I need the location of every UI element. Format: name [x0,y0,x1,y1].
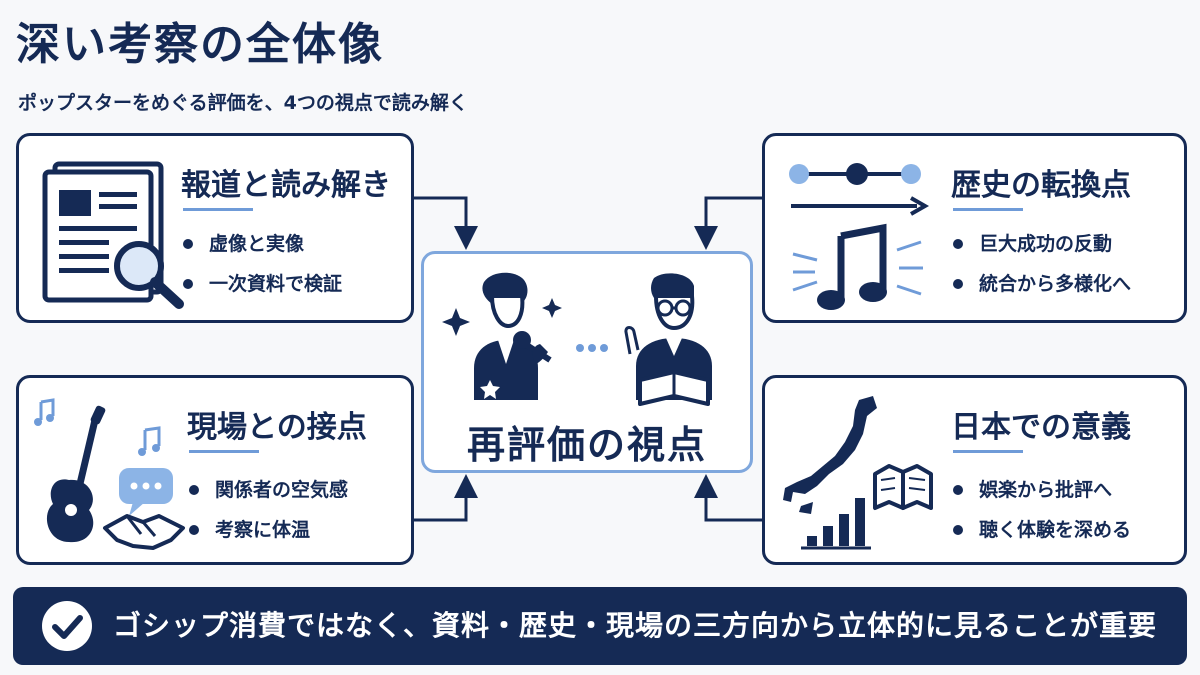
timeline-and-music-note-icon [789,163,930,310]
summary-text: ゴシップ消費ではなく、資料・歴史・現場の三方向から立体的に見ることが重要 [113,609,1158,642]
page-subtitle: ポップスターをめぐる評価を、4つの視点で読み解く [18,92,468,114]
card-history-points: 巨大成功の反動 統合から多様化へ [953,224,1131,304]
arrow-history-to-center [694,196,762,250]
list-item: 巨大成功の反動 [953,224,1131,264]
card-japan-rule [953,450,1023,453]
scholar-with-book-icon [624,273,712,406]
card-press-rule [183,208,253,211]
arrow-japan-to-center [694,474,762,522]
singer-with-microphone-icon [474,272,552,400]
sparkle-icon [542,298,562,318]
card-japan: 日本での意義 娯楽から批評へ 聴く体験を深める [762,375,1187,565]
card-history: 歴史の転換点 巨大成功の反動 統合から多様化へ [762,133,1187,323]
list-item: 考察に体温 [189,510,348,550]
page-title: 深い考察の全体像 [16,19,384,70]
card-press-points: 虚像と実像 一次資料で検証 [183,224,342,304]
japan-map-book-bar-chart-icon [783,396,933,550]
center-card: 再評価の視点 [421,251,753,473]
card-history-title: 歴史の転換点 [951,168,1131,203]
list-item: 娯楽から批評へ [953,470,1131,510]
list-item: 虚像と実像 [183,224,342,264]
arrow-field-to-center [414,474,478,522]
list-item: 関係者の空気感 [189,470,348,510]
guitar-chat-handshake-icon [34,398,185,550]
ellipsis-icon [576,344,608,352]
card-press-title: 報道と読み解き [181,168,391,203]
card-field-title: 現場との接点 [187,410,367,445]
card-japan-title: 日本での意義 [951,410,1131,445]
card-field: 現場との接点 関係者の空気感 考察に体温 [16,375,414,565]
card-japan-points: 娯楽から批評へ 聴く体験を深める [953,470,1131,550]
check-circle-icon [42,601,92,651]
list-item: 統合から多様化へ [953,264,1131,304]
card-history-rule [953,208,1023,211]
arrow-press-to-center [414,196,478,250]
list-item: 一次資料で検証 [183,264,342,304]
summary-banner: ゴシップ消費ではなく、資料・歴史・現場の三方向から立体的に見ることが重要 [13,587,1187,665]
list-item: 聴く体験を深める [953,510,1131,550]
singer-and-scholar-illustration [442,272,712,406]
newspaper-with-magnifier-icon [42,161,184,309]
center-label: 再評価の視点 [466,423,707,467]
card-field-points: 関係者の空気感 考察に体温 [189,470,348,550]
card-field-rule [189,450,259,453]
card-press: 報道と読み解き 虚像と実像 一次資料で検証 [16,133,414,323]
sparkle-icon [442,308,470,336]
